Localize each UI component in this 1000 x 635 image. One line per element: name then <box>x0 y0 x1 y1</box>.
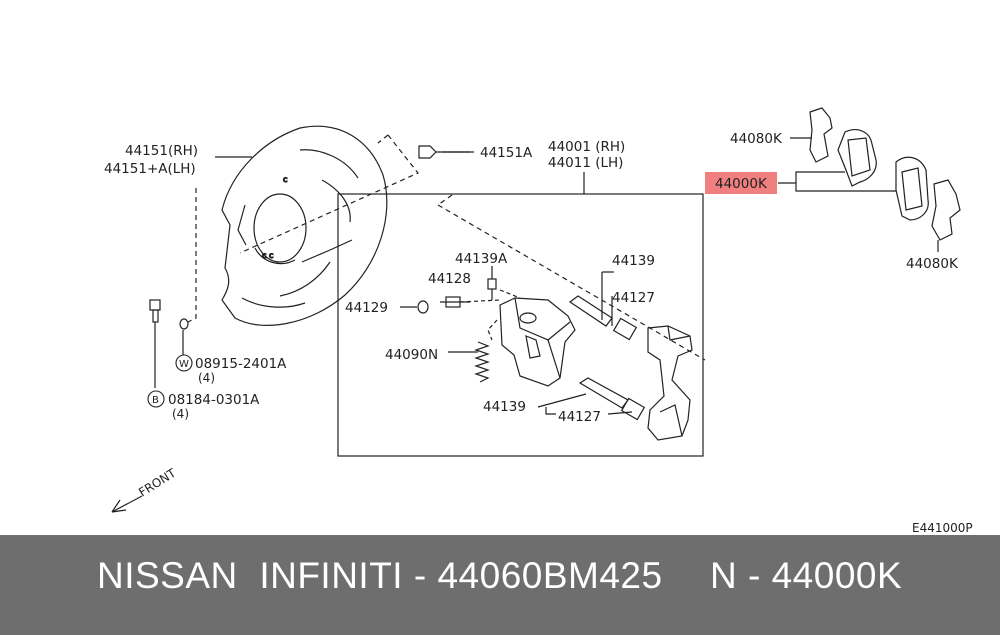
label-w-qty: (4) <box>198 371 215 385</box>
label-44139-bottom: 44139 <box>483 399 526 415</box>
caliper-body-drawing <box>499 297 576 387</box>
bolt-44139a-drawing <box>487 266 497 300</box>
label-44151a: 44151A <box>480 145 533 161</box>
spring-44090n-drawing <box>448 341 490 383</box>
label-44129: 44129 <box>345 300 388 316</box>
footer-part-numbers: NISSAN INFINITI - 44060BM425 <box>97 555 663 596</box>
label-44139a: 44139A <box>455 251 508 267</box>
bleeder-drawing <box>440 296 470 308</box>
shim-top-drawing <box>809 107 833 163</box>
shim-bottom-drawing <box>931 179 961 252</box>
footer-bar: NISSAN INFINITI - 44060BM425 N - 44000K <box>0 535 1000 635</box>
label-w-letter: W <box>179 359 189 370</box>
caliper-bracket-drawing <box>647 325 693 441</box>
label-44151a-lh: 44151+A(LH) <box>104 161 196 177</box>
label-b-letter: B <box>152 395 159 406</box>
label-44127-bottom: 44127 <box>558 409 601 425</box>
svg-text:c c: c c <box>262 251 273 260</box>
label-44090n: 44090N <box>385 347 438 363</box>
label-44001-rh: 44001 (RH) <box>548 139 625 155</box>
label-44139-top: 44139 <box>612 253 655 269</box>
label-b-qty: (4) <box>172 407 189 421</box>
figure-code: E441000P <box>912 521 973 535</box>
label-44151-rh: 44151(RH) <box>125 143 198 159</box>
label-44080k-bottom: 44080K <box>906 256 959 272</box>
label-44127-top: 44127 <box>612 290 655 306</box>
brake-pad-outer-drawing <box>895 156 929 221</box>
label-front: FRONT <box>136 466 179 500</box>
label-44128: 44128 <box>428 271 471 287</box>
label-b-part: 08184-0301A <box>168 392 260 408</box>
label-44080k-top: 44080K <box>730 131 783 147</box>
front-arrow-icon <box>111 495 143 513</box>
caliper-assembly-frame <box>337 193 704 457</box>
label-w-part: 08915-2401A <box>195 356 287 372</box>
footer-oem-number: N - 44000K <box>710 555 903 596</box>
brake-pad-inner-drawing <box>837 129 877 187</box>
mount-bolt-drawing <box>149 299 189 388</box>
svg-text:c: c <box>283 175 287 184</box>
bleeder-cap-drawing <box>400 300 429 314</box>
guide-pin-bottom-drawing <box>578 377 646 421</box>
highlighted-part-box <box>705 172 777 194</box>
label-44011-lh: 44011 (LH) <box>548 155 623 171</box>
brake-assembly-diagram: c c c <box>104 107 973 535</box>
backing-plate-drawing: c c c <box>221 125 388 326</box>
label-44000k: 44000K <box>715 176 768 192</box>
